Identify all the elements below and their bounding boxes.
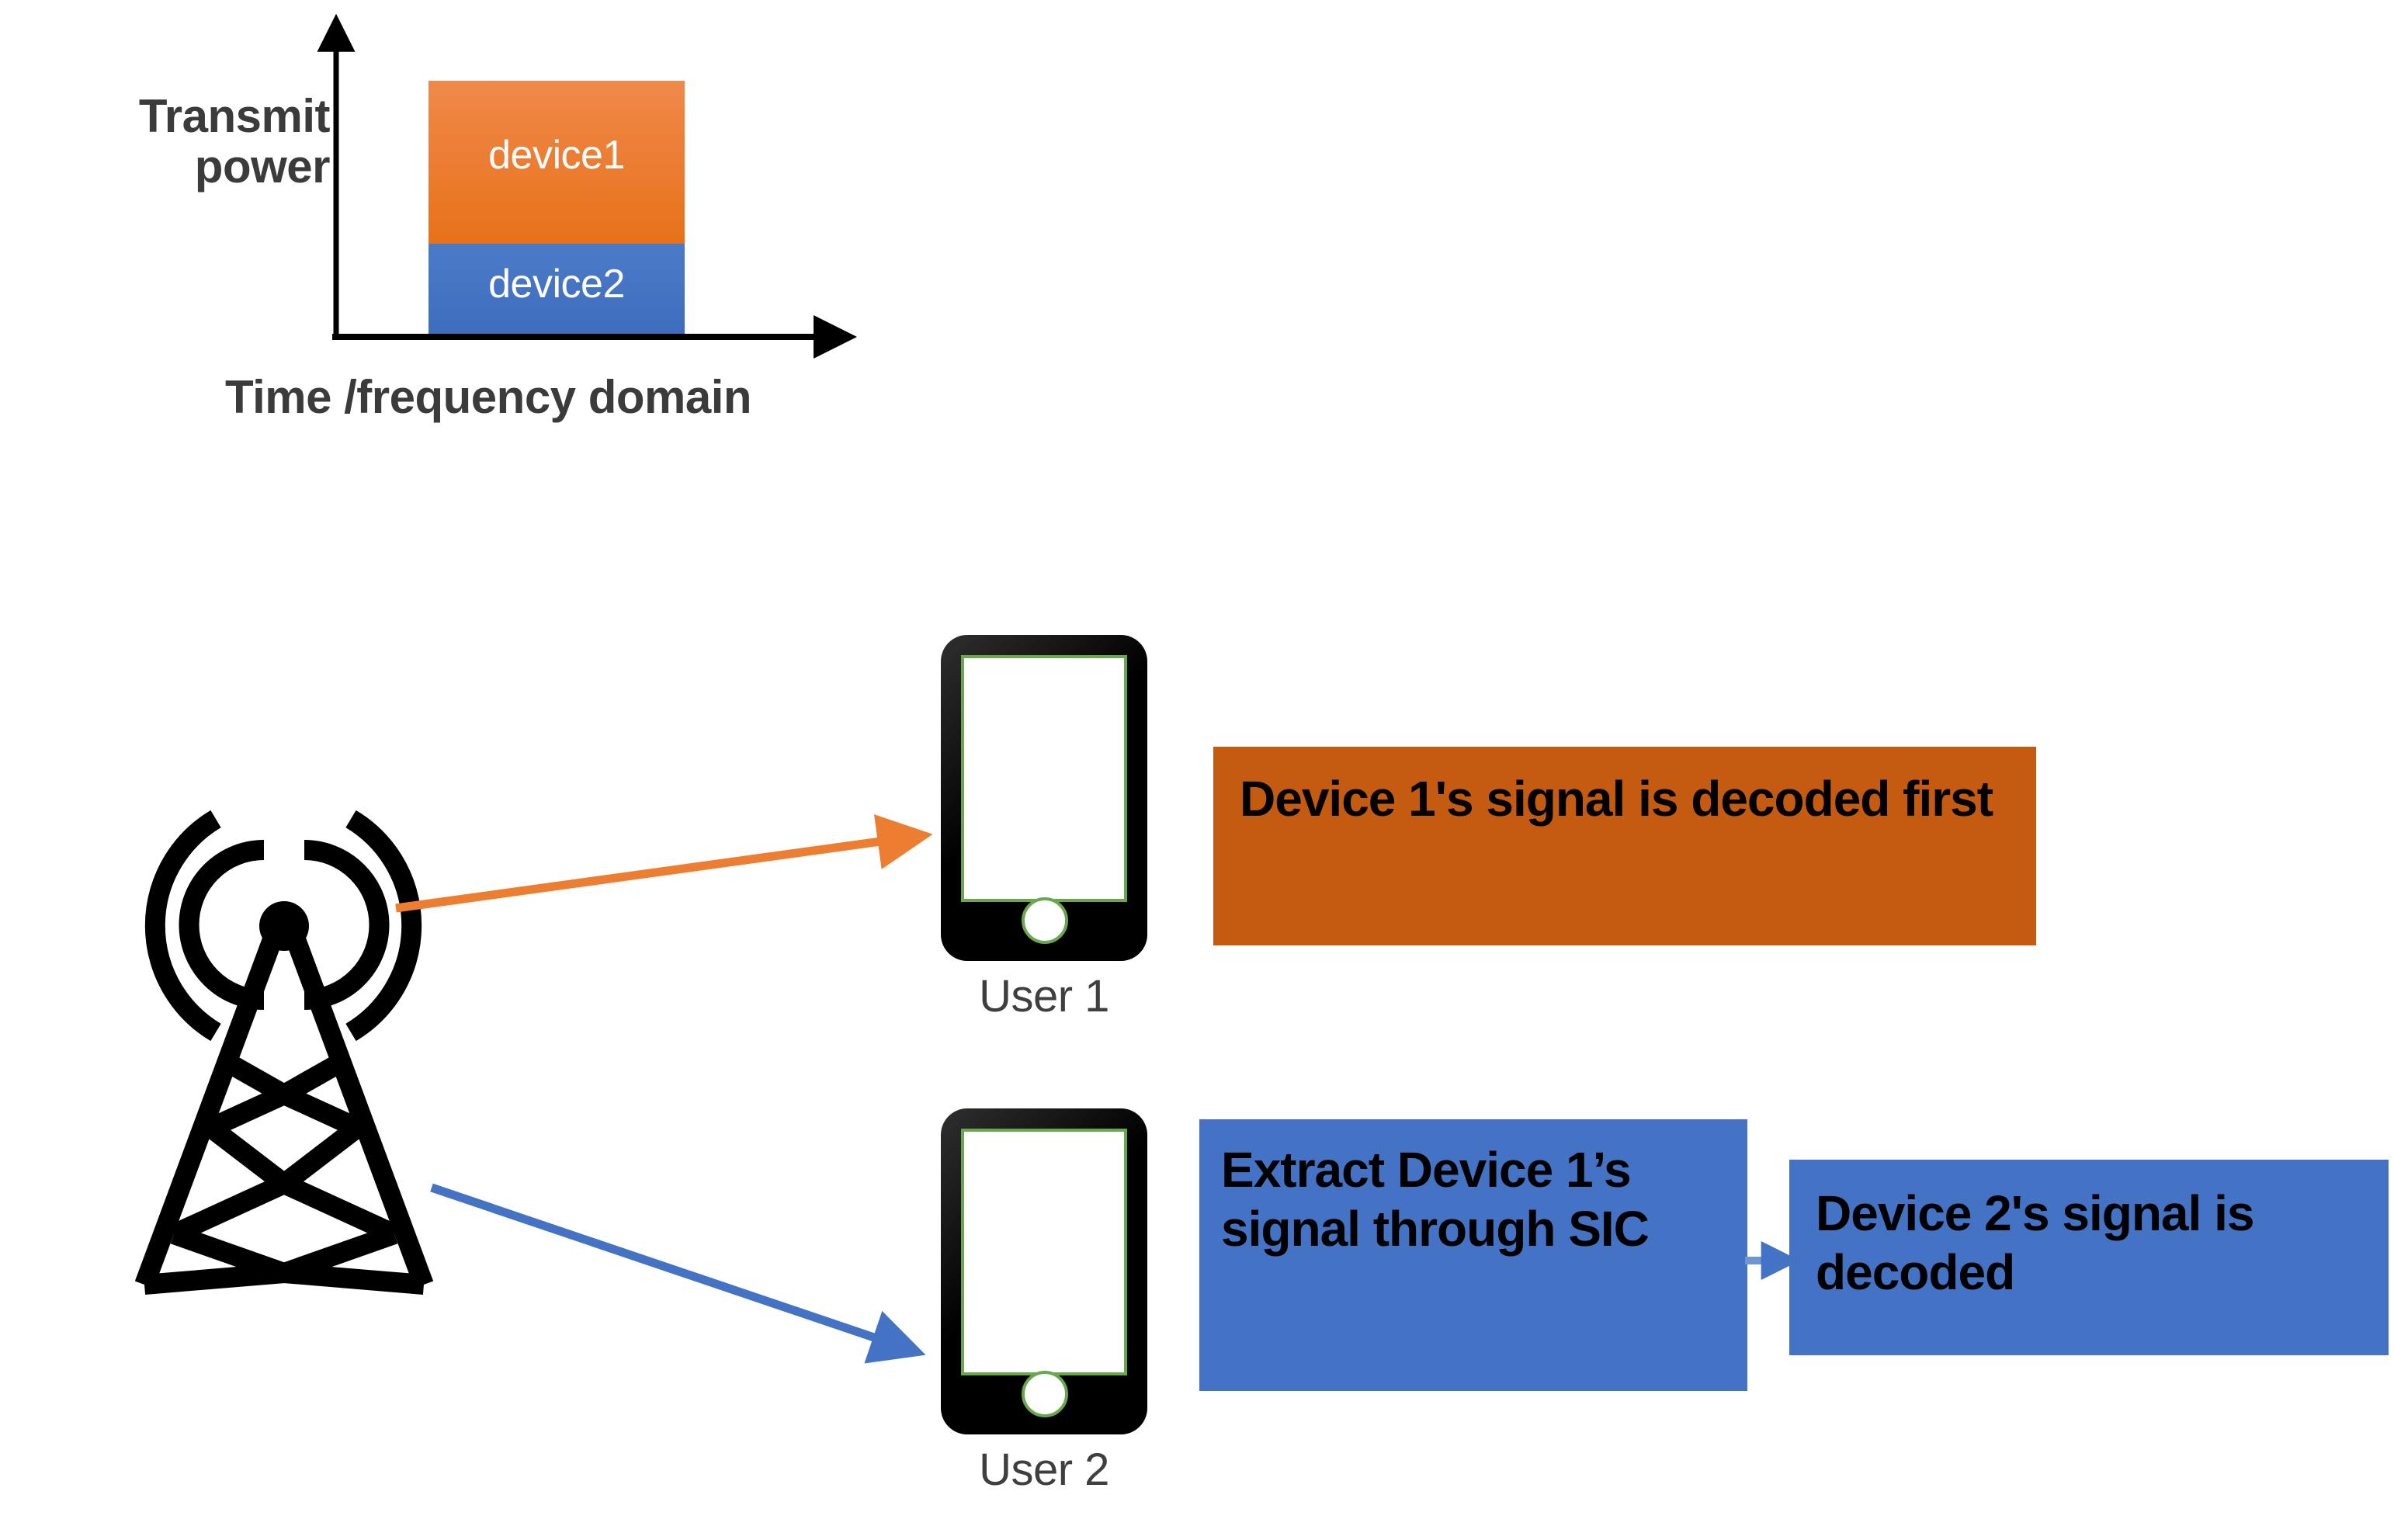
message-box-device2-decoded: Device 2's signal is decoded xyxy=(1789,1160,2389,1355)
tower-leg-right xyxy=(274,904,434,1289)
tower-leg-left xyxy=(134,904,294,1289)
phone-screen xyxy=(961,1129,1127,1375)
message-box-sic-extract: Extract Device 1’s signal through SIC xyxy=(1199,1119,1747,1391)
tower-lattice xyxy=(134,904,434,1295)
phone-home-button-icon xyxy=(1022,1371,1068,1417)
x-axis-label: Time /frequency domain xyxy=(225,371,752,423)
link-arrow-to-user-2 xyxy=(430,1183,926,1364)
tower-brace-5l xyxy=(170,1224,288,1283)
phone-icon-user-1 xyxy=(941,635,1147,961)
signal-wave-right-outer xyxy=(345,810,422,1042)
user-1-label: User 1 xyxy=(979,971,1109,1021)
tower-brace-2l xyxy=(206,1085,289,1137)
link-arrow-to-user-1 xyxy=(395,814,933,913)
signal-wave-left-inner xyxy=(179,840,265,1010)
message-text-device2-decoded: Device 2's signal is decoded xyxy=(1816,1185,2254,1300)
cell-tower-icon xyxy=(144,810,422,1042)
phone-home-button-icon xyxy=(1022,897,1068,944)
tower-brace-4r xyxy=(279,1174,399,1243)
tower-brace-4l xyxy=(169,1174,289,1243)
tower-base-left xyxy=(143,1263,286,1295)
message-box-device1-decoded: Device 1's signal is decoded first xyxy=(1213,747,2036,945)
tower-beacon-dot-icon xyxy=(259,901,309,951)
tower-brace-3l xyxy=(205,1119,290,1192)
bar-segment-device2: device2 xyxy=(428,244,685,337)
tower-brace-5r xyxy=(280,1224,398,1283)
message-text-sic-extract: Extract Device 1’s signal through SIC xyxy=(1221,1142,1650,1257)
tower-base-right xyxy=(283,1263,425,1295)
tower-brace-1l xyxy=(221,1053,290,1104)
phone-icon-user-2 xyxy=(941,1108,1147,1434)
tower-brace-2r xyxy=(279,1085,362,1137)
tower-brace-1r xyxy=(279,1053,347,1104)
bar-label-device1: device1 xyxy=(488,133,625,178)
bar-label-device2: device2 xyxy=(488,262,625,307)
tower-brace-3r xyxy=(278,1119,363,1192)
user-2-label: User 2 xyxy=(979,1445,1109,1495)
signal-wave-right-inner xyxy=(304,840,390,1010)
message-text-device1-decoded: Device 1's signal is decoded first xyxy=(1240,771,1993,827)
signal-wave-left-outer xyxy=(144,810,221,1042)
phone-screen xyxy=(961,655,1127,902)
bar-segment-device1: device1 xyxy=(428,81,685,244)
